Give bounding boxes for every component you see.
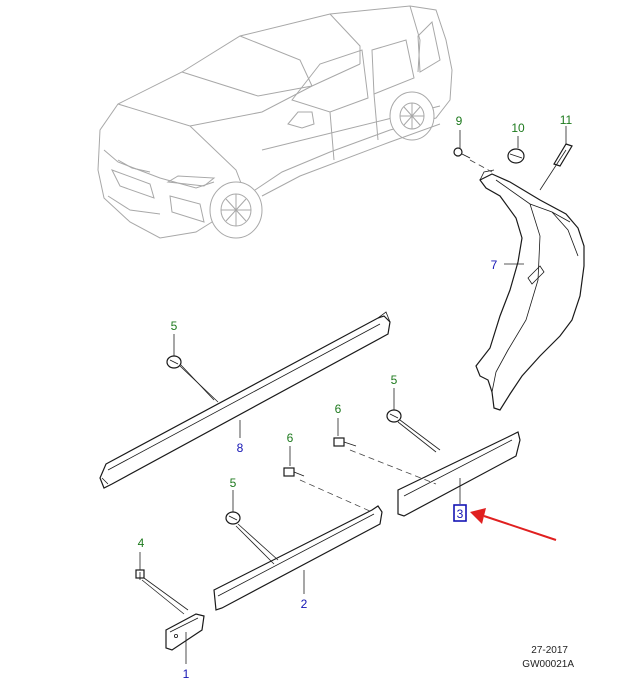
callout-8[interactable]: 8 [237,441,244,455]
callout-4[interactable]: 4 [138,536,145,550]
callout-5[interactable]: 5 [171,319,178,333]
clip-10-icon [507,148,525,164]
pointer-arrow [470,508,557,541]
screw-6-icon [333,437,357,447]
vehicle-illustration [97,5,453,239]
leader-lines [139,126,567,664]
screw-9-icon [453,147,471,159]
clip-4-icon [135,569,145,580]
part-7-wheel-arch-moulding [475,169,585,411]
part-2-door-moulding [213,505,383,611]
clip-5-icon [166,355,182,369]
part-8-sill-moulding [99,311,391,489]
callout-10[interactable]: 10 [511,121,525,135]
footer: 27-2017 GW00021A [522,645,574,670]
footer-code: GW00021A [522,659,574,670]
screw-6-icon [283,467,305,477]
callout-labels: 5 8 5 2 6 6 5 3 4 1 7 9 10 11 [138,113,573,681]
part-3-rear-lower-moulding [397,431,521,517]
callout-3[interactable]: 3 [457,507,464,521]
selected-callout-highlight [453,504,467,522]
callout-6[interactable]: 6 [335,402,342,416]
callout-5[interactable]: 5 [230,476,237,490]
callout-6[interactable]: 6 [287,431,294,445]
callout-5[interactable]: 5 [391,373,398,387]
part-1-front-end-cap [165,613,205,651]
callout-1[interactable]: 1 [183,667,190,681]
callout-9[interactable]: 9 [456,114,463,128]
clip-5-icon [225,511,241,525]
clip-5-icon [386,409,402,423]
callout-11[interactable]: 11 [560,113,573,127]
callout-7[interactable]: 7 [491,258,498,272]
footer-date: 27-2017 [531,645,568,656]
callout-2[interactable]: 2 [301,597,308,611]
